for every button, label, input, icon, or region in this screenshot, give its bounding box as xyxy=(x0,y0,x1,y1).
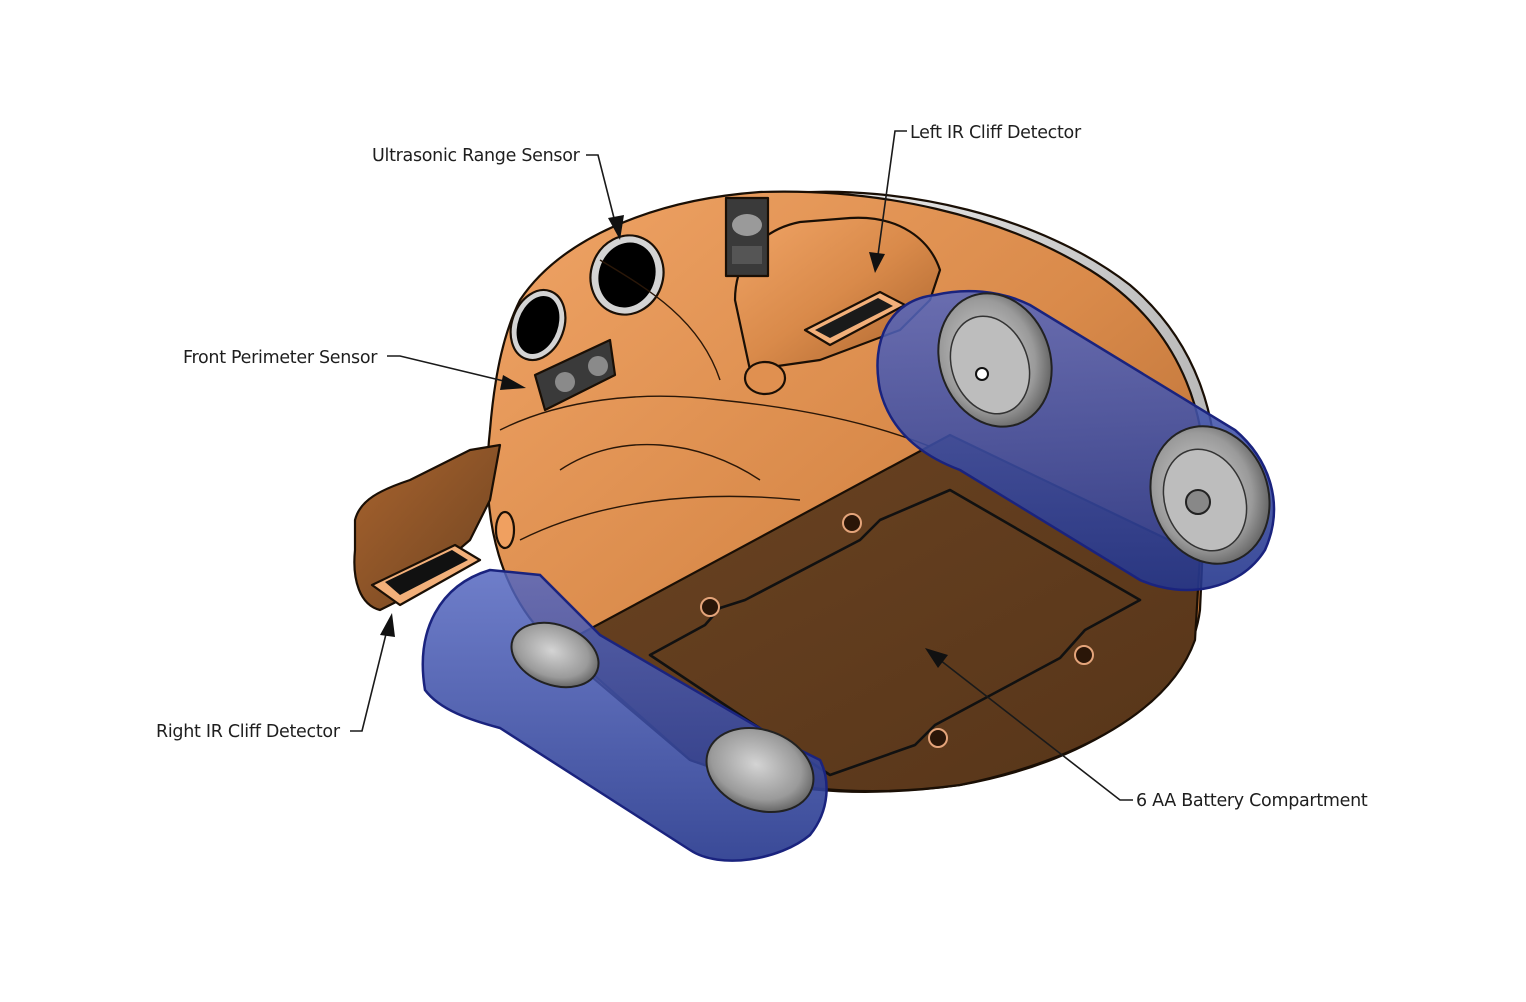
oval-bump xyxy=(743,360,787,396)
battery-screws xyxy=(700,513,1094,748)
left-track-front-wheel xyxy=(937,292,1053,428)
right-ir-slot xyxy=(385,550,468,595)
right-track-front-wheel xyxy=(510,621,600,689)
callout-label-front-perimeter: Front Perimeter Sensor xyxy=(183,348,378,368)
callout-left-ir: Left IR Cliff Detector xyxy=(869,123,1082,273)
top-ir-sensor xyxy=(724,196,770,278)
callout-label-ultrasonic: Ultrasonic Range Sensor xyxy=(372,146,581,166)
callout-label-right-ir: Right IR Cliff Detector xyxy=(156,722,341,742)
callout-ultrasonic: Ultrasonic Range Sensor xyxy=(372,146,624,240)
right-ir-arm xyxy=(353,443,502,612)
callout-label-left-ir: Left IR Cliff Detector xyxy=(910,123,1082,143)
callout-front-perimeter: Front Perimeter Sensor xyxy=(183,348,526,390)
left-track-assembly xyxy=(876,289,1276,592)
right-track-assembly xyxy=(421,568,828,862)
ultrasonic-sensor xyxy=(509,234,665,362)
callout-battery: 6 AA Battery Compartment xyxy=(925,648,1368,811)
callout-right-ir: Right IR Cliff Detector xyxy=(156,613,395,742)
callout-label-battery: 6 AA Battery Compartment xyxy=(1136,791,1368,811)
side-bump xyxy=(494,510,516,550)
left-ir-slot xyxy=(815,298,893,338)
left-track-rear-wheel xyxy=(1149,425,1271,565)
right-track-rear-wheel xyxy=(705,726,815,814)
front-perimeter-sensor xyxy=(533,338,617,412)
battery-compartment xyxy=(648,488,1142,777)
